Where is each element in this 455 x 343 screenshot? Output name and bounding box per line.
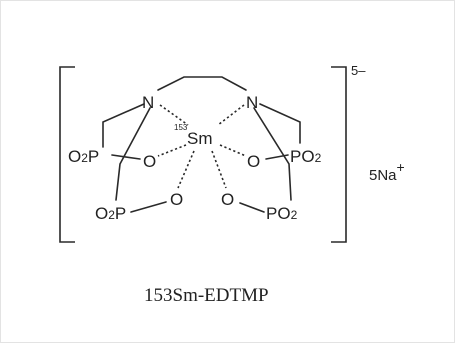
sm-o-left-lower-coordination bbox=[177, 150, 195, 189]
left-lower-arm bbox=[115, 107, 151, 201]
compound-caption: 153Sm-EDTMP bbox=[144, 285, 269, 306]
ethylene-bridge bbox=[157, 76, 247, 91]
complex-charge: 5– bbox=[351, 63, 366, 78]
po2-top-left-label: O2P bbox=[68, 147, 99, 166]
left-upper-arm bbox=[102, 103, 145, 148]
left-p-o-bond bbox=[111, 154, 141, 160]
sm-o-right-inner-coordination bbox=[219, 144, 247, 157]
n-left-label: N bbox=[142, 93, 154, 112]
o-right-inner-label: O bbox=[247, 152, 260, 171]
left-lower-p-o-bond bbox=[130, 201, 167, 213]
right-lower-arm bbox=[253, 107, 292, 201]
sm-n-right-coordination bbox=[217, 104, 245, 126]
sm-mass-label: 153 bbox=[174, 123, 188, 132]
sm-o-right-lower-coordination bbox=[211, 150, 227, 189]
po2-bottom-left-label: O2P bbox=[95, 204, 126, 223]
sm-n-left-coordination bbox=[159, 104, 189, 126]
right-bracket bbox=[331, 66, 347, 243]
po2-top-right-label: PO2 bbox=[290, 147, 322, 166]
counterion-label: 5Na+ bbox=[369, 159, 405, 184]
po2-bottom-right-label: PO2 bbox=[266, 204, 298, 223]
sm-o-left-inner-coordination bbox=[157, 144, 187, 157]
o-right-lower-label: O bbox=[221, 190, 234, 209]
n-right-label: N bbox=[246, 93, 258, 112]
o-left-inner-label: O bbox=[143, 152, 156, 171]
sm-label: Sm bbox=[187, 129, 213, 148]
o-left-lower-label: O bbox=[170, 190, 183, 209]
left-bracket bbox=[59, 66, 75, 243]
right-lower-p-o-bond bbox=[239, 202, 265, 213]
right-upper-arm bbox=[259, 103, 301, 144]
right-p-o-bond bbox=[265, 154, 289, 160]
